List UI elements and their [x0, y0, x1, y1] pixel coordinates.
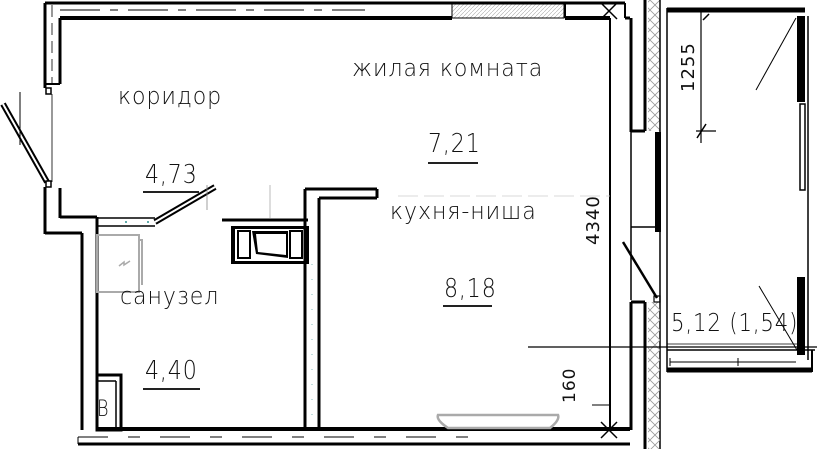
room-area-kitchen: 8,18 — [444, 274, 497, 304]
ventilation-label: В — [97, 397, 110, 422]
room-name-bathroom: санузел — [120, 282, 220, 310]
left-wall-top — [43, 3, 62, 182]
room-name-kitchen: кухня-ниша — [390, 197, 537, 225]
room-name-living: жилая комната — [352, 54, 544, 82]
left-wall-bottom — [43, 187, 99, 430]
dimension-room-width: 4340 — [583, 195, 604, 245]
right-wall — [600, 0, 661, 449]
dimension-sill-offset: 160 — [560, 367, 580, 403]
bathroom-fixture — [96, 234, 143, 293]
top-wall — [45, 1, 625, 20]
bottom-wall — [77, 427, 630, 446]
room-area-bathroom: 4,40 — [145, 356, 198, 386]
room-name-corridor: коридор — [118, 82, 223, 110]
window-sill — [436, 413, 560, 430]
area-underline — [143, 191, 199, 193]
dimension-balcony-depth: 1255 — [678, 42, 699, 92]
bathroom-partition — [97, 184, 217, 227]
room-area-corridor: 4,73 — [145, 160, 198, 190]
room-area-living: 7,21 — [428, 129, 481, 159]
entry-door — [0, 92, 52, 188]
area-underline — [143, 388, 200, 390]
interior-partition — [269, 185, 379, 430]
room-area-balcony: 5,12 (1,54) — [671, 308, 799, 337]
kitchen-counter-block — [222, 218, 309, 264]
balcony-outline — [666, 7, 815, 373]
area-underline — [443, 305, 492, 307]
area-underline — [428, 162, 478, 164]
dimension-lines — [398, 12, 817, 406]
